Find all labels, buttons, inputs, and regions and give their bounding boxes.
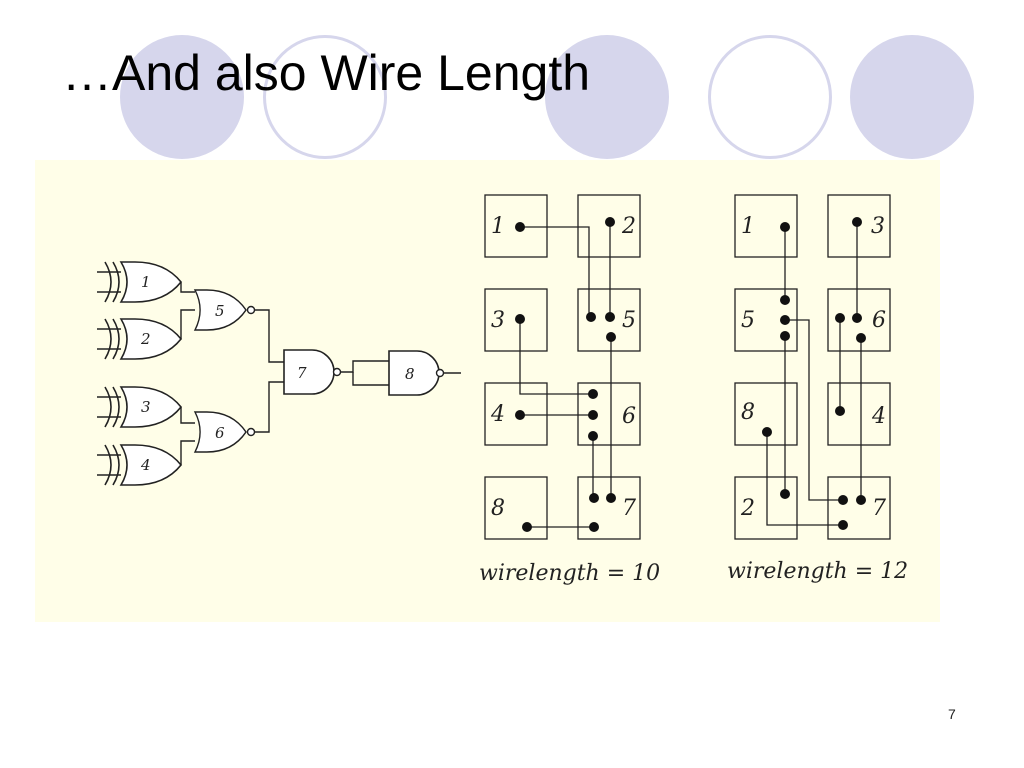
gate-4: 4 xyxy=(104,444,182,486)
page-number: 7 xyxy=(948,706,956,722)
cell-label: 4 xyxy=(871,404,886,429)
cell-box xyxy=(827,194,891,258)
cell-label: 6 xyxy=(872,308,886,333)
cell-box xyxy=(484,194,548,258)
decor-circle xyxy=(545,35,669,159)
gate-label: 3 xyxy=(141,398,151,416)
cell-label: 7 xyxy=(622,496,636,521)
gate-label: 2 xyxy=(140,330,151,348)
gate-label: 1 xyxy=(141,273,151,291)
cell-label: 1 xyxy=(491,214,505,239)
cell-box xyxy=(577,382,641,446)
cell-box xyxy=(734,476,798,540)
cell-box xyxy=(484,382,548,446)
gate-3: 3 xyxy=(104,386,182,428)
cell-label: 5 xyxy=(741,308,755,333)
wirelength-caption-a: wirelength = 10 xyxy=(479,561,660,586)
gate-label: 5 xyxy=(215,302,225,320)
cell-box xyxy=(484,288,548,352)
cell-label: 2 xyxy=(740,496,755,521)
placement-b: 1 3 5 6 8 4 2 7 wirelength = 12 xyxy=(727,194,908,584)
cell-label: 2 xyxy=(621,214,636,239)
gate-label: 6 xyxy=(215,424,225,442)
gate-label: 4 xyxy=(140,456,151,474)
cell-label: 8 xyxy=(491,496,505,521)
cell-box xyxy=(577,288,641,352)
gate-8: 8 xyxy=(388,350,445,396)
cell-label: 3 xyxy=(871,214,885,239)
gate-6: 6 xyxy=(194,411,256,453)
gate-label: 7 xyxy=(297,364,307,382)
figure-diagram: 1 2 3 4 5 6 7 xyxy=(97,194,908,586)
cell-box xyxy=(484,476,548,540)
decor-ring xyxy=(263,35,387,159)
cell-label: 3 xyxy=(491,308,505,333)
cell-label: 6 xyxy=(622,404,636,429)
cell-label: 8 xyxy=(741,400,755,425)
decor-circle xyxy=(120,35,244,159)
cell-label: 1 xyxy=(741,214,755,239)
gate-5: 5 xyxy=(194,289,256,331)
decor-circle xyxy=(850,35,974,159)
gate-2: 2 xyxy=(104,318,182,360)
gate-1: 1 xyxy=(104,261,182,303)
cell-label: 7 xyxy=(872,496,886,521)
placement-a: 1 2 3 5 4 6 8 7 wirelength = 10 xyxy=(479,194,660,586)
cell-label: 5 xyxy=(622,308,636,333)
pins xyxy=(762,217,866,530)
gate-7: 7 xyxy=(283,349,342,395)
cell-box xyxy=(577,194,641,258)
decor-ring xyxy=(708,35,832,159)
pins xyxy=(515,217,616,532)
gate-label: 8 xyxy=(405,365,415,383)
cell-box xyxy=(827,382,891,446)
cell-box xyxy=(734,194,798,258)
cell-box xyxy=(734,382,798,446)
figure-panel: 1 2 3 4 5 6 7 xyxy=(35,160,940,622)
logic-circuit: 1 2 3 4 5 6 7 xyxy=(97,261,461,486)
wires xyxy=(519,222,612,528)
cell-box xyxy=(827,288,891,352)
cell-box xyxy=(827,476,891,540)
cell-box xyxy=(577,476,641,540)
wirelength-caption-b: wirelength = 12 xyxy=(727,559,908,584)
cell-label: 4 xyxy=(490,402,505,427)
slide-title: …And also Wire Length xyxy=(62,45,591,101)
wires xyxy=(766,222,862,526)
